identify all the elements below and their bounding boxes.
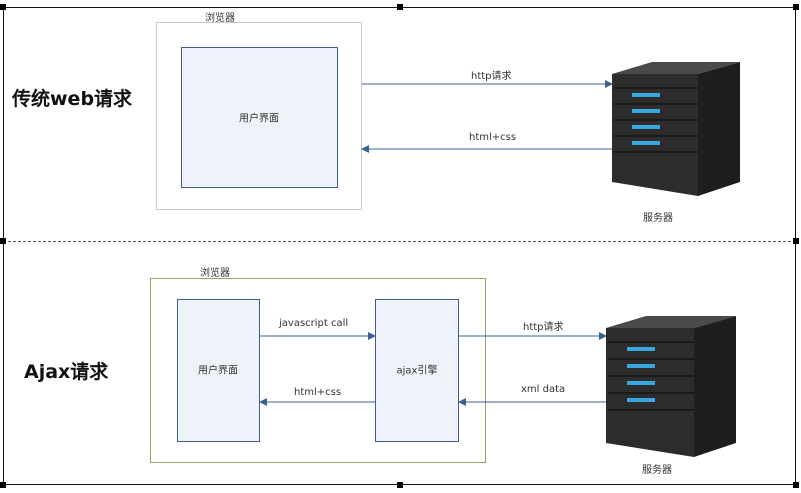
- ajax-browser-label: 浏览器: [200, 268, 230, 279]
- html-css-label: html+css: [469, 132, 517, 143]
- section-divider: [3, 241, 796, 242]
- server-label: 服务器: [643, 213, 673, 224]
- xml-data-label: xml data: [521, 384, 566, 395]
- resize-handle[interactable]: [0, 238, 6, 244]
- ajax-user-interface-box: [177, 299, 260, 442]
- resize-handle[interactable]: [0, 482, 6, 488]
- ajax-html-css-label: html+css: [294, 387, 342, 398]
- user-interface-box: [181, 47, 338, 188]
- resize-handle[interactable]: [793, 4, 799, 10]
- user-interface-label: 用户界面: [239, 113, 279, 125]
- ajax-user-interface-label: 用户界面: [198, 365, 238, 377]
- ajax-server-icon: [606, 316, 736, 457]
- ajax-engine-box: [375, 299, 459, 442]
- traditional-request-title: 传统web请求: [12, 88, 133, 110]
- ajax-request-title: Ajax请求: [24, 361, 109, 383]
- ajax-http-request-label: http请求: [523, 322, 564, 333]
- resize-handle[interactable]: [793, 482, 799, 488]
- resize-handle[interactable]: [0, 4, 6, 10]
- resize-handle[interactable]: [397, 4, 403, 10]
- http-request-label: http请求: [471, 71, 512, 82]
- javascript-call-label: javascript call: [279, 318, 349, 329]
- ajax-engine-label: ajax引擎: [396, 365, 438, 377]
- server-icon: [612, 62, 740, 196]
- browser-label: 浏览器: [205, 13, 235, 24]
- resize-handle[interactable]: [397, 482, 403, 488]
- resize-handle[interactable]: [793, 238, 799, 244]
- ajax-server-label: 服务器: [642, 465, 672, 476]
